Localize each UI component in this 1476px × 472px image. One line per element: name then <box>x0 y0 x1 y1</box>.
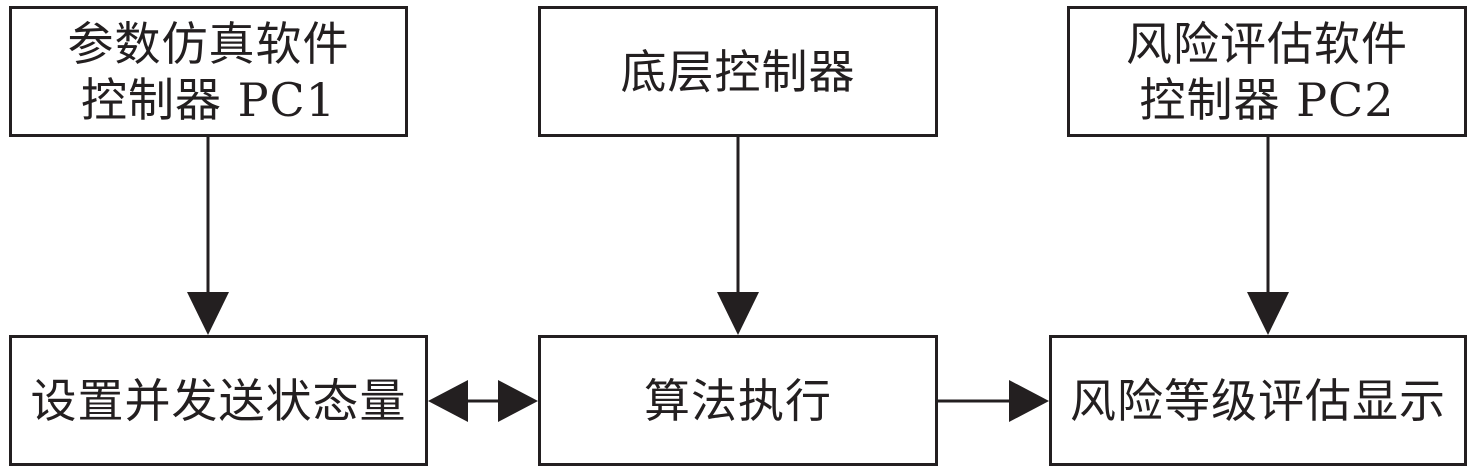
state-algo-right-arrowhead <box>498 380 538 422</box>
risk-display-label: 风险等级评估显示 <box>1070 373 1446 428</box>
pc1-to-state-arrowhead <box>187 292 229 335</box>
pc1-line1: 参数仿真软件 <box>67 16 350 71</box>
pc2-controller-box: 风险评估软件 控制器 PC2 <box>1067 6 1467 137</box>
algorithm-label: 算法执行 <box>644 373 832 428</box>
risk-display-box: 风险等级评估显示 <box>1049 335 1467 466</box>
pc2-line1: 风险评估软件 <box>1126 16 1408 71</box>
state-label: 设置并发送状态量 <box>30 373 407 428</box>
algo-to-risk-arrowhead <box>1009 380 1049 422</box>
low-to-algo-arrowhead <box>717 292 759 335</box>
state-box: 设置并发送状态量 <box>9 335 428 466</box>
low-level-controller-box: 底层控制器 <box>538 6 938 137</box>
low-level-controller-label: 底层控制器 <box>620 44 856 99</box>
pc2-line2: 控制器 PC2 <box>1139 72 1395 127</box>
state-algo-left-arrowhead <box>428 380 468 422</box>
pc2-to-risk-arrowhead <box>1247 292 1289 335</box>
pc1-controller-box: 参数仿真软件 控制器 PC1 <box>9 6 408 137</box>
algorithm-box: 算法执行 <box>538 335 938 466</box>
pc1-line2: 控制器 PC1 <box>80 72 337 127</box>
